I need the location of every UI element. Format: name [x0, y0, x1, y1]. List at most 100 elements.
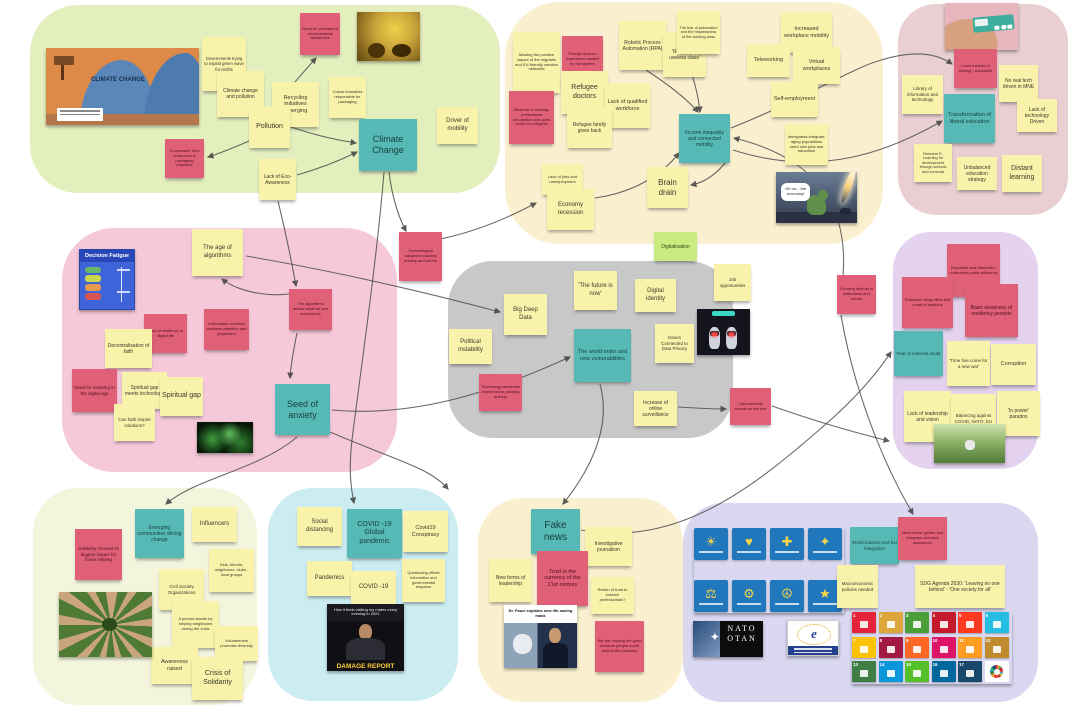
- sticky-note[interactable]: Library of information and technology: [902, 75, 943, 114]
- sticky-note[interactable]: Refugee family gives back: [567, 107, 612, 148]
- decision-fatigue-image[interactable]: Decision Fatigue: [79, 249, 135, 310]
- communities-node[interactable]: Emerging communities driving change: [135, 509, 184, 558]
- dino-meme-image[interactable]: Oh no... the economy!: [776, 172, 857, 223]
- sticky-note[interactable]: Pandemics: [307, 561, 352, 596]
- sticky-note[interactable]: Political instability: [449, 329, 492, 364]
- sticky-note[interactable]: Teleworking: [747, 44, 790, 77]
- sticky-note[interactable]: Return of trust to science professionals…: [591, 577, 634, 614]
- hand-classroom-image[interactable]: [945, 3, 1018, 50]
- sticky-note[interactable]: Learn instead of leaving - education: [954, 49, 997, 88]
- sticky-note[interactable]: Driver of mobility: [437, 107, 478, 144]
- council-of-europe-logo[interactable]: e: [787, 620, 839, 656]
- sticky-note[interactable]: Lack of qualified workforce: [605, 83, 650, 128]
- un-icon-growth[interactable]: ✚: [770, 528, 804, 560]
- sticky-note[interactable]: The age of algorithms: [192, 229, 243, 276]
- sticky-note[interactable]: Immigrants integrate: aging populations …: [785, 124, 828, 165]
- sticky-note[interactable]: Trust is the currency of the 21st centur…: [537, 551, 588, 606]
- neurons-image[interactable]: [197, 422, 253, 453]
- sticky-note[interactable]: Virtual workplaces: [793, 47, 840, 84]
- sticky-note[interactable]: What we're missing: professional recogni…: [509, 91, 554, 144]
- sticky-note[interactable]: Robotic Process Automation (RPA): [619, 21, 666, 70]
- sticky-note[interactable]: 'Time has come for a new war': [947, 341, 990, 386]
- sticky-note[interactable]: Companies' food production & packaging p…: [165, 139, 204, 178]
- sticky-note[interactable]: Basic weakness of residency persists: [965, 284, 1018, 337]
- hands-circle-image[interactable]: [59, 592, 152, 657]
- climate-cartoon-image[interactable]: CLIMATE CHANGE: [46, 48, 199, 125]
- un-icon-peace[interactable]: ☮: [770, 580, 804, 612]
- sticky-note[interactable]: Lack of Eco-Awareness: [259, 159, 296, 200]
- sticky-note[interactable]: Need for permanent environmental awarene…: [300, 13, 340, 55]
- un-icon-industry[interactable]: ⚙: [732, 580, 766, 612]
- sticky-note[interactable]: Solidarity showed its biggest impact for…: [75, 529, 122, 580]
- sticky-note[interactable]: Awareness raised: [151, 647, 198, 684]
- sticky-note[interactable]: Big Deep Data: [504, 294, 547, 335]
- fear-node[interactable]: Fear of external doubt: [894, 331, 943, 376]
- sticky-note[interactable]: 'The future is now': [574, 271, 617, 310]
- worf-meme-image[interactable]: How it feels visiting my mates every eve…: [327, 604, 404, 671]
- sticky-note[interactable]: Cybersecurity threats on the rise: [730, 388, 771, 425]
- inequality-node[interactable]: Income inequality and connected mobility: [679, 114, 730, 163]
- nature-image[interactable]: [934, 424, 1005, 463]
- sticky-note[interactable]: Unbalanced education strategy: [957, 157, 997, 190]
- sticky-note[interactable]: Spiritual gap: [160, 377, 203, 416]
- sticky-note[interactable]: Distant learning: [1002, 155, 1042, 192]
- un-icon-innovation[interactable]: ✦: [808, 528, 842, 560]
- fauci-meme-image[interactable]: Dr. Fauci explains new life-saving mask: [504, 605, 577, 668]
- digitalisation-note[interactable]: Digitalisation: [654, 232, 697, 261]
- sticky-note[interactable]: Investigative journalism: [585, 527, 632, 566]
- sticky-note[interactable]: COVID -19: [351, 571, 396, 604]
- sticky-note[interactable]: Social distancing: [297, 507, 342, 546]
- sticky-note[interactable]: Volunteerism promotes diversity: [215, 626, 258, 661]
- sticky-note[interactable]: Job opportunities: [714, 264, 751, 301]
- un-icon-idea[interactable]: ☀: [694, 528, 728, 560]
- robots-image[interactable]: [697, 309, 750, 355]
- sticky-note[interactable]: Need for meaning in the digital age: [72, 369, 117, 412]
- covid-node[interactable]: COVID -19 Global pandemic: [347, 509, 402, 558]
- climate-change-node[interactable]: Climate Change: [359, 119, 417, 171]
- sticky-note[interactable]: Information overload weakens attention a…: [204, 309, 249, 350]
- sticky-note[interactable]: Digital identity: [635, 279, 676, 312]
- sticky-note[interactable]: Corruption: [991, 344, 1036, 385]
- education-node[interactable]: Transformation of liberal education: [944, 94, 995, 143]
- sticky-note[interactable]: Issues Connected to Data Privacy: [655, 324, 694, 363]
- sticky-note[interactable]: Colour industries responsible for packag…: [329, 77, 366, 118]
- sticky-note[interactable]: No real tech driven in MNE: [999, 65, 1038, 102]
- sticky-note[interactable]: Macroeconomic policies needed: [837, 565, 878, 608]
- un-icon-partnership[interactable]: ★: [808, 580, 842, 612]
- sticky-note[interactable]: Covid19 Conspiracy: [403, 511, 448, 552]
- sticky-note[interactable]: Kids, friends, neighbours, clubs - local…: [209, 549, 254, 592]
- sticky-note[interactable]: Recycling initiatives Emerging: [272, 82, 319, 127]
- un-icon-justice[interactable]: ⚖: [694, 580, 728, 612]
- sticky-note[interactable]: Brain drain: [647, 167, 688, 208]
- golden-calf-image[interactable]: [357, 12, 420, 61]
- sticky-note[interactable]: We are missing the good advisors people …: [595, 621, 644, 672]
- sticky-note[interactable]: New forms of leadership: [489, 559, 532, 602]
- sticky-note[interactable]: A person stands by helping neighbours du…: [172, 601, 219, 648]
- sticky-note[interactable]: Economy recession: [547, 189, 594, 230]
- sticky-note[interactable]: Need focus: gather and integrate country…: [898, 517, 947, 560]
- sticky-note[interactable]: SDG Agenda 2030: 'Leaving no one behind'…: [915, 565, 1005, 608]
- sticky-note[interactable]: Polarised ruling elites fuel a war of op…: [902, 277, 953, 328]
- seed-of-anxiety-node[interactable]: Seed of anxiety: [275, 384, 330, 435]
- world-order-node[interactable]: The world order and new vulnerabilities: [574, 329, 631, 382]
- sticky-note[interactable]: Self-employment: [771, 82, 818, 117]
- sticky-note[interactable]: Missing the positive impact of the migra…: [513, 32, 560, 93]
- sticky-note[interactable]: The fear of automation and the helplessn…: [677, 11, 720, 54]
- sticky-note[interactable]: Reinvent E-Learning for development thro…: [914, 144, 952, 182]
- sticky-note[interactable]: Growing distrust in institutions and med…: [837, 275, 876, 314]
- un-icon-care[interactable]: ♥: [732, 528, 766, 560]
- sticky-note[interactable]: World balance and EU integration: [850, 527, 899, 564]
- sticky-note[interactable]: Technology advances connected to growing…: [479, 374, 522, 411]
- sticky-note[interactable]: Technological advances causing anxiety a…: [399, 232, 442, 281]
- sticky-note[interactable]: Decentralisation of faith: [105, 329, 152, 368]
- fake-news-node[interactable]: Fake news: [531, 509, 580, 554]
- sticky-note[interactable]: Spiritual gap meets technology: [122, 372, 167, 409]
- sticky-note[interactable]: Lack of technology Driven: [1017, 99, 1057, 132]
- sticky-note[interactable]: Questioning official information and gov…: [402, 559, 445, 602]
- sticky-note[interactable]: Can faith inspire solutions?: [114, 404, 155, 441]
- sticky-note[interactable]: Increase of online surveillance: [634, 391, 677, 426]
- sticky-note[interactable]: The algorithms decide what we see and be…: [289, 289, 332, 330]
